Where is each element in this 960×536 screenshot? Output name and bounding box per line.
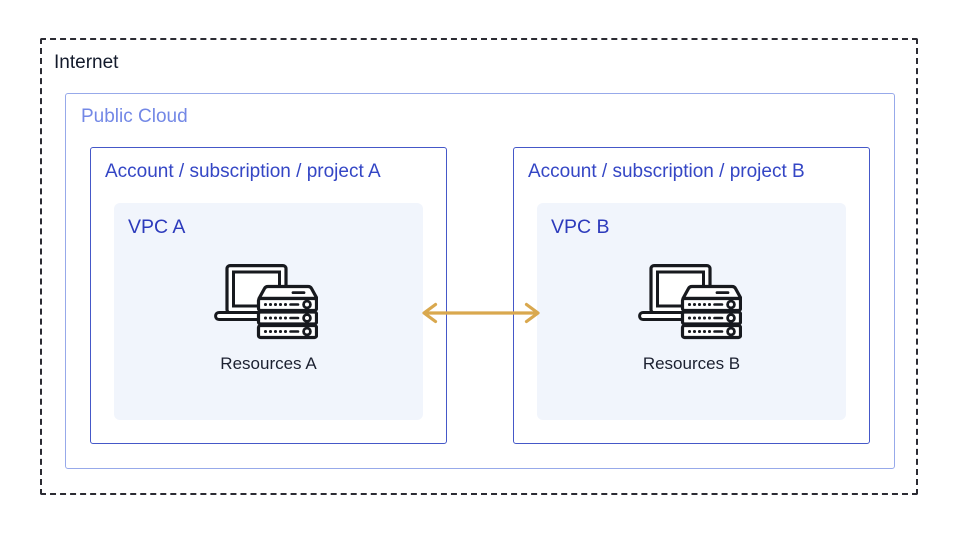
internet-boundary (40, 38, 918, 495)
resources-b-label: Resources B (642, 354, 741, 373)
public-cloud-label: Public Cloud (81, 106, 188, 127)
vpc-a-label: VPC A (128, 216, 186, 238)
laptop-server-icon (638, 264, 742, 340)
bidirectional-arrow-icon (422, 302, 540, 324)
internet-label: Internet (54, 52, 119, 73)
laptop-server-icon (214, 264, 318, 340)
account-a-label: Account / subscription / project A (105, 161, 381, 182)
vpc-b-label: VPC B (551, 216, 610, 238)
account-b-label: Account / subscription / project B (528, 161, 805, 182)
resources-a-label: Resources A (220, 354, 317, 373)
